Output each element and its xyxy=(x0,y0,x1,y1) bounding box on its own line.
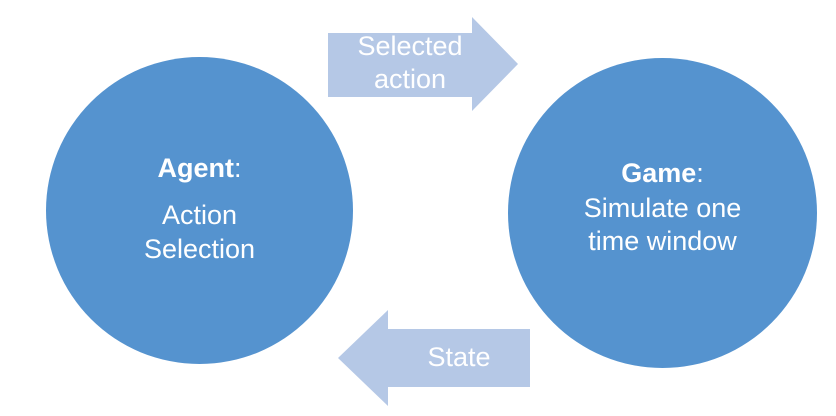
agent-circle-title-line: Agent: xyxy=(46,151,353,185)
selected-action-label-line2: action xyxy=(373,64,447,94)
game-body-line1: Simulate one xyxy=(583,193,742,223)
game-circle-body: Simulate one time window xyxy=(508,192,817,258)
arrow-right-icon xyxy=(472,17,518,111)
agent-title-colon: : xyxy=(233,153,242,183)
agent-circle-text: Agent: Action Selection xyxy=(46,151,353,266)
game-circle-title-line: Game: xyxy=(508,157,817,190)
left-arrow-body xyxy=(388,329,530,387)
agent-circle xyxy=(46,57,353,364)
game-title-colon: : xyxy=(696,158,704,188)
agent-body-line1: Action xyxy=(161,200,238,230)
game-title: Game xyxy=(621,158,697,188)
agent-circle-body: Action Selection xyxy=(46,198,353,266)
agent-body-line2: Selection xyxy=(143,234,256,264)
selected-action-label: Selected action xyxy=(330,30,490,96)
arrow-left-icon xyxy=(338,310,388,406)
game-circle xyxy=(508,58,817,368)
right-arrow-body xyxy=(328,33,472,97)
game-body-line2: time window xyxy=(588,226,737,256)
selected-action-label-line1: Selected xyxy=(357,31,463,61)
agent-title: Agent xyxy=(157,153,234,183)
game-circle-text: Game: Simulate one time window xyxy=(508,157,817,258)
state-label: State xyxy=(427,342,491,372)
